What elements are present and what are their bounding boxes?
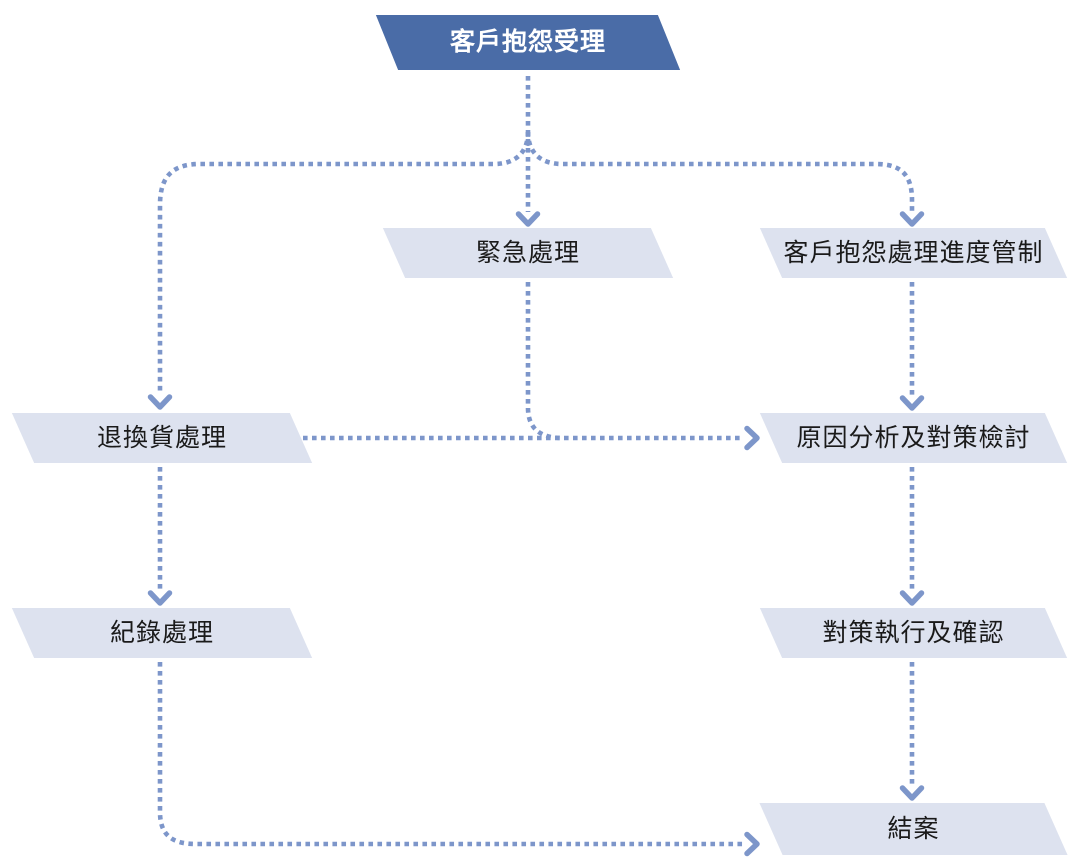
arrowhead-down-record	[147, 590, 173, 606]
node-urgent-handling[interactable]: 緊急處理	[382, 228, 674, 278]
arrowhead-down-close	[899, 785, 925, 801]
edge-urgent-to-analysis	[525, 282, 563, 441]
node-case-closed[interactable]: 結案	[759, 803, 1068, 855]
node-label: 對策執行及確認	[822, 618, 1005, 647]
node-record-handling[interactable]: 紀錄處理	[11, 608, 313, 658]
node-label: 紀錄處理	[109, 618, 214, 647]
node-label: 客戶抱怨受理	[449, 28, 606, 56]
node-complaint-acceptance[interactable]: 客戶抱怨受理	[375, 15, 681, 70]
node-progress-control[interactable]: 客戶抱怨處理進度管制	[759, 228, 1068, 278]
node-return-exchange-handling[interactable]: 退換貨處理	[11, 413, 313, 463]
node-label: 緊急處理	[475, 238, 580, 267]
arrowhead-down-execution	[899, 590, 925, 606]
node-label: 結案	[887, 814, 940, 843]
arrowhead-down-analysis	[899, 395, 925, 411]
node-countermeasure-execution[interactable]: 對策執行及確認	[759, 608, 1068, 658]
arrowhead-right-analysis	[744, 425, 760, 451]
arrowhead-right-close	[744, 831, 760, 857]
edge-acceptance-to-progress	[525, 131, 915, 211]
arrowhead-down-urgent	[515, 211, 541, 227]
arrowhead-down-return	[147, 394, 173, 410]
node-label: 原因分析及對策檢討	[796, 423, 1031, 452]
edge-record-to-close	[157, 662, 744, 847]
node-label: 客戶抱怨處理進度管制	[783, 238, 1044, 267]
edge-acceptance-to-return	[157, 131, 531, 394]
arrowhead-down-progress	[899, 211, 925, 227]
node-label: 退換貨處理	[96, 423, 227, 452]
node-cause-analysis-review[interactable]: 原因分析及對策檢討	[759, 413, 1068, 463]
